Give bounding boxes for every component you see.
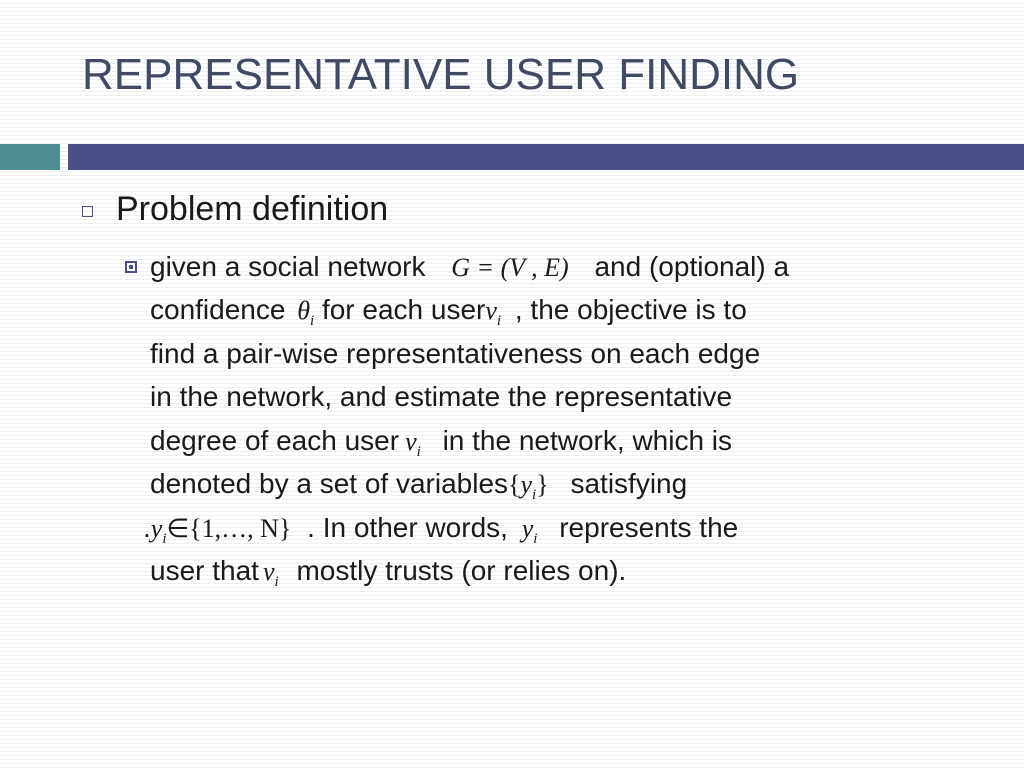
y-symbol: yi [521, 514, 538, 547]
body-line-3: find a pair-wise representativeness on e… [150, 338, 761, 369]
title-underline-teal [0, 144, 60, 170]
v-symbol: vi [262, 557, 279, 590]
body-line-2: confidence θi for each uservi , the obje… [150, 294, 747, 329]
filled-square-bullet-icon [125, 261, 137, 273]
y-domain-formula: yi∈{1,…, N} [150, 514, 292, 547]
bullet-text: Problem definition [116, 190, 389, 228]
title-underline-navy [68, 144, 1024, 170]
graph-formula: G = (V , E) [451, 253, 569, 282]
theta-symbol: θi [297, 296, 315, 329]
body-line-1: given a social network G = (V , E) and (… [150, 251, 790, 282]
y-set: {yi} [508, 470, 549, 503]
body-line-4: in the network, and estimate the represe… [150, 381, 733, 412]
slide-title: REPRESENTATIVE USER FINDING [82, 50, 800, 99]
body-line-7: .yi∈{1,…, N} . In other words, yi repres… [143, 512, 739, 547]
square-bullet-icon [82, 206, 93, 217]
v-symbol: vi [405, 427, 421, 460]
v-symbol: vi [485, 296, 502, 329]
body-line-6: denoted by a set of variables{yi} satisf… [150, 468, 688, 503]
